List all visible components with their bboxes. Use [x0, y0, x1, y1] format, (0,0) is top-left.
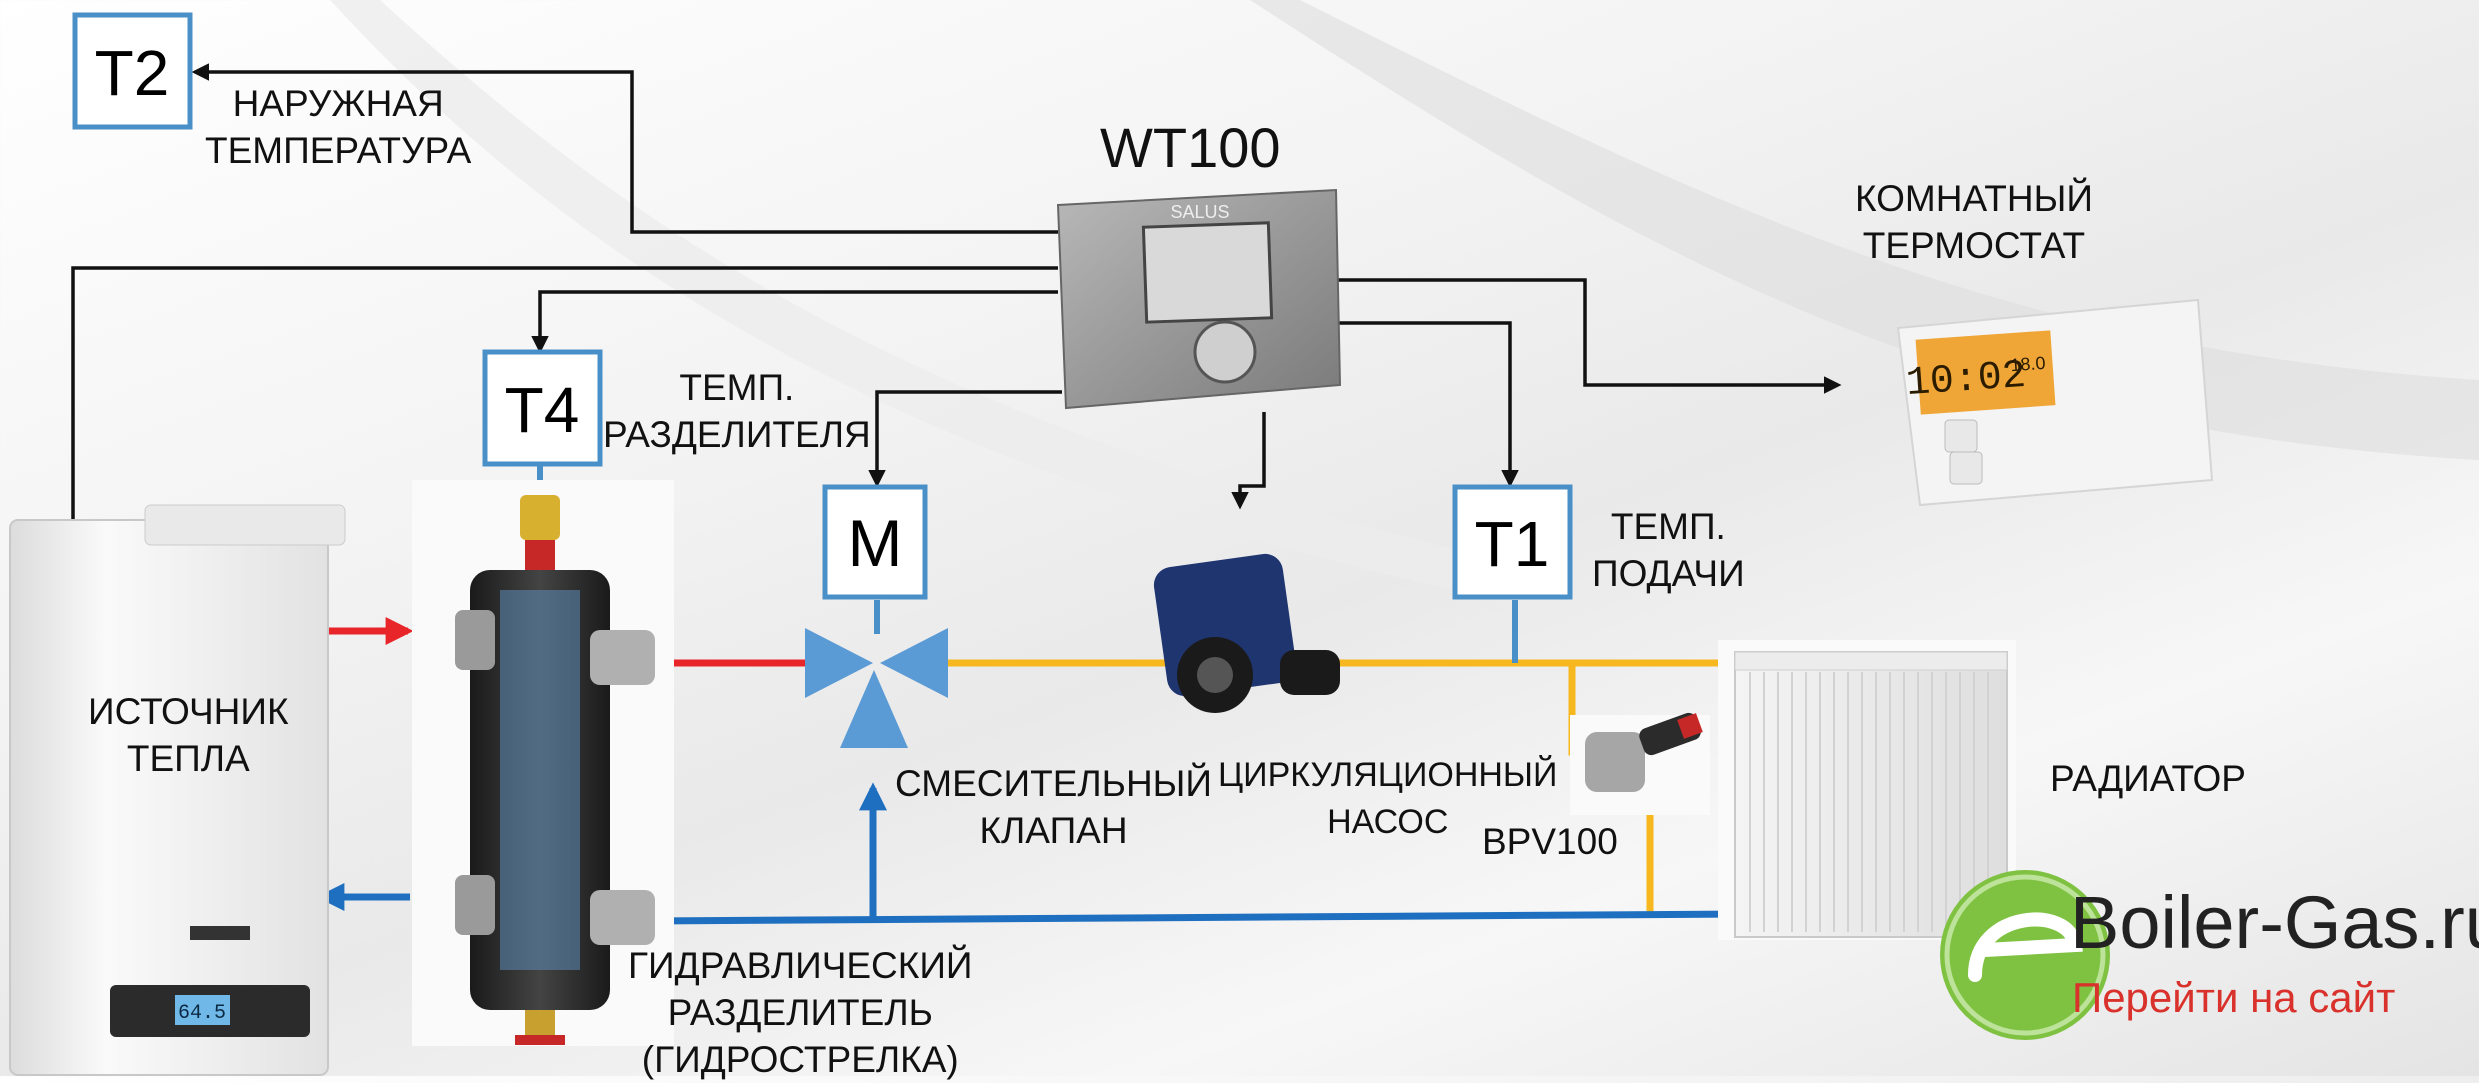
wire-room-thermostat — [1336, 278, 1842, 394]
label-separator-temp: ТЕМП.РАЗДЕЛИТЕЛЯ — [603, 367, 871, 455]
sensor-t4-box — [482, 349, 603, 467]
logo-link[interactable]: Перейти на сайт — [2072, 974, 2396, 1021]
heat-source-boiler: 64.5 — [9, 504, 346, 1076]
sensors: T2 T4 M T1 — [72, 12, 1573, 600]
logo-name[interactable]: Boiler-Gas.ru — [2070, 881, 2479, 964]
label-supply-temp: ТЕМП.ПОДАЧИ — [1592, 506, 1745, 594]
control-wiring — [64, 63, 1842, 542]
wire-mixer — [868, 390, 1062, 488]
controller-brand: SALUS — [1170, 202, 1229, 222]
wire-pump — [1231, 412, 1266, 510]
hydraulic-separator — [412, 480, 674, 1046]
controller-title: WT100 — [1100, 116, 1281, 179]
sensor-t2-label: T2 — [95, 37, 170, 109]
wire-heat-source — [64, 266, 1058, 542]
radiator — [1718, 640, 2016, 940]
circulation-pump — [1153, 553, 1340, 713]
sensor-t4-label: T4 — [505, 374, 580, 446]
return-pipe — [649, 910, 1746, 925]
sensor-m-box — [822, 484, 928, 600]
sensor-t1-box — [1452, 484, 1573, 600]
thermostat-temp: 18.0 — [2010, 353, 2046, 375]
sensor-m-label: M — [848, 506, 903, 580]
wire-t4 — [531, 290, 1058, 354]
radiator-ribs — [1749, 672, 1989, 932]
boiler-gas-logo[interactable] — [1940, 870, 2110, 1040]
sensor-t1-label: T1 — [1475, 508, 1550, 580]
label-bpv100: BPV100 — [1482, 821, 1618, 862]
label-radiator: РАДИАТОР — [2050, 758, 2246, 799]
bpv100-valve — [1570, 712, 1710, 815]
thermostat-time: 10:02 — [1905, 354, 2028, 407]
controller-wt100: SALUS — [1056, 188, 1342, 410]
boiler-display-value: 64.5 — [178, 1002, 226, 1025]
mixing-valve — [805, 628, 948, 748]
room-thermostat: 10:02 18.0 — [1896, 298, 2214, 507]
wire-t2 — [191, 63, 1058, 234]
logo-badge — [1940, 870, 2110, 1040]
sensor-t2-box — [72, 12, 193, 130]
wire-t1 — [1336, 321, 1519, 488]
